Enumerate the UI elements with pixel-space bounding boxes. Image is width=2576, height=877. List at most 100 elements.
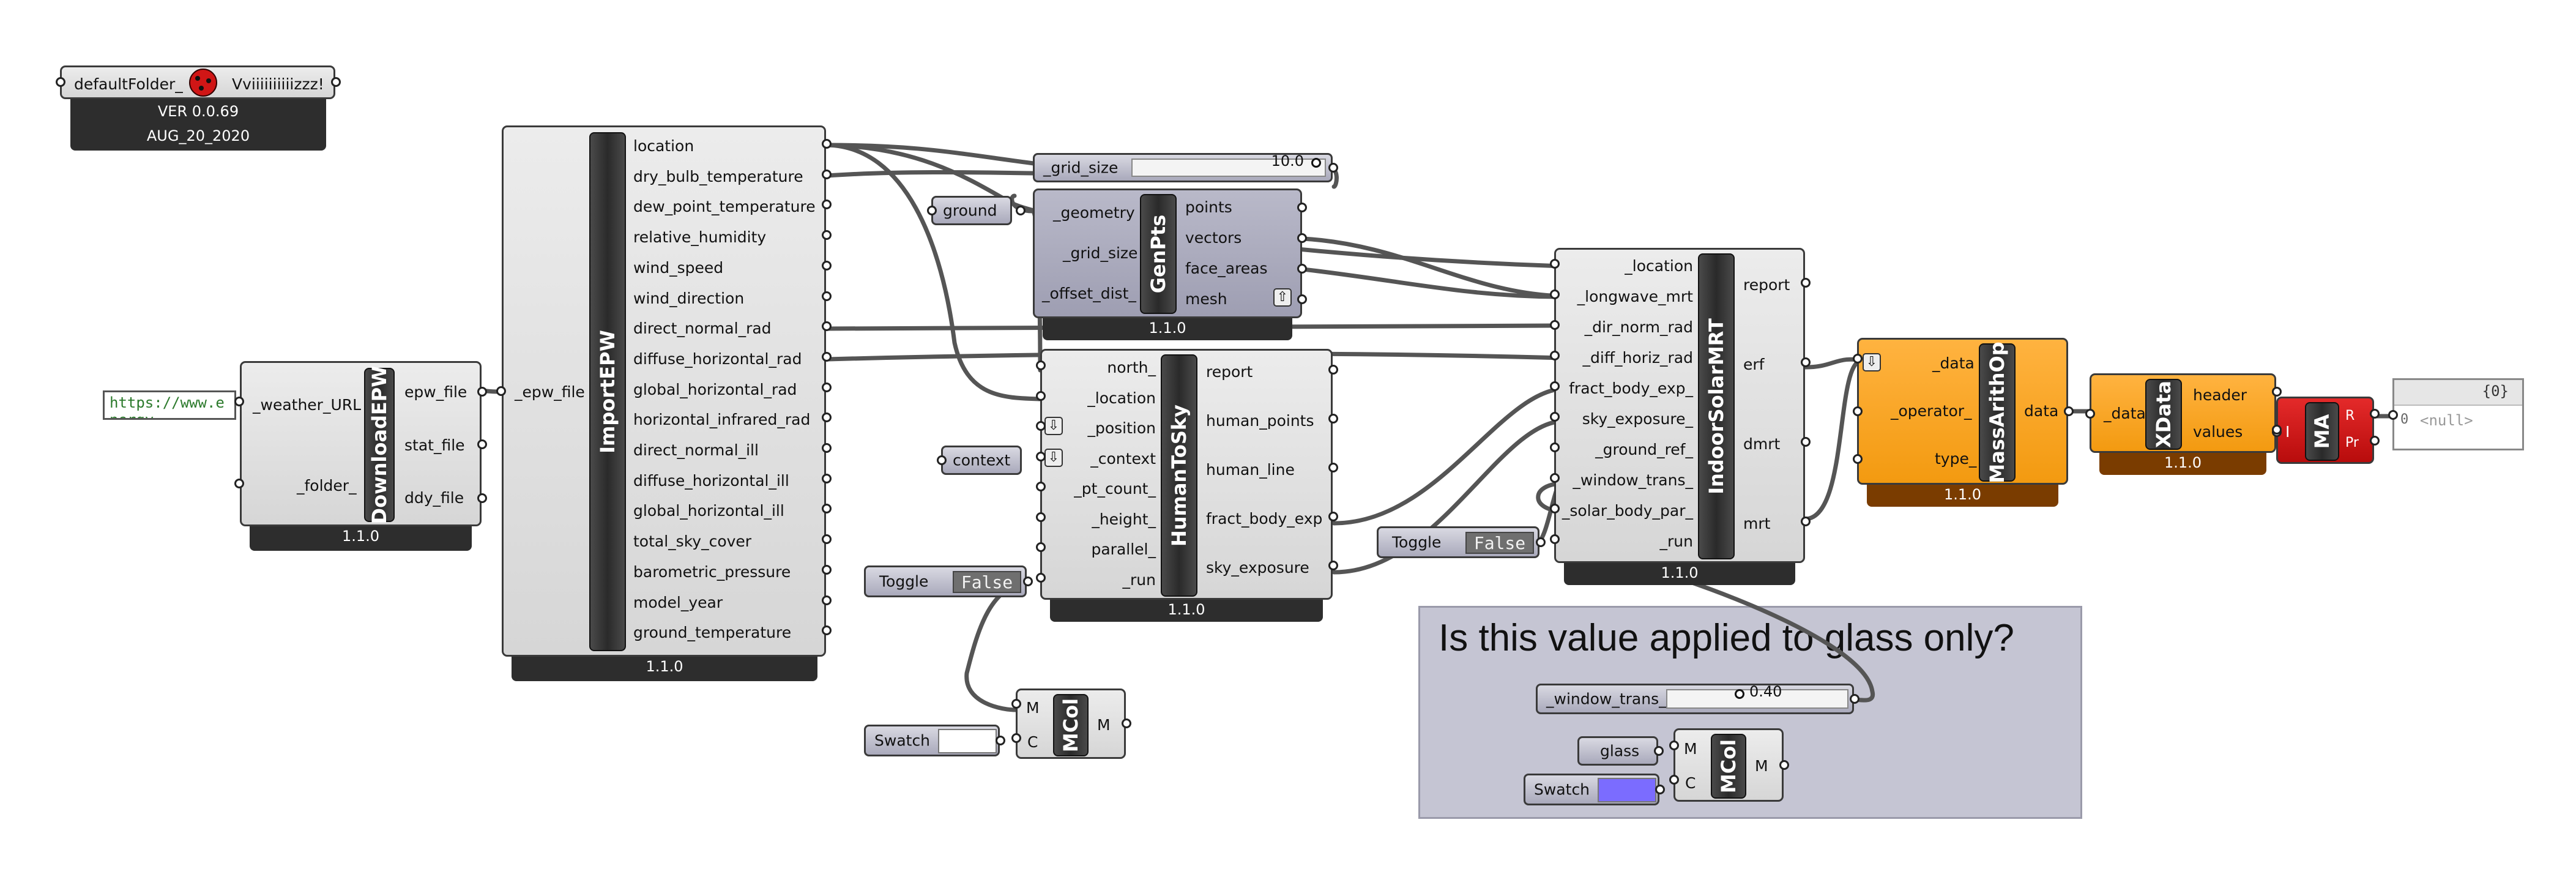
window-trans-slider[interactable]: _window_trans_ 0.40 <box>1536 684 1854 714</box>
output-port[interactable] <box>1801 437 1811 447</box>
ma-component[interactable]: I MA R Pr <box>2276 397 2374 464</box>
output-port[interactable] <box>822 595 832 605</box>
output-port[interactable] <box>1328 365 1338 375</box>
port[interactable] <box>2085 409 2095 419</box>
port[interactable] <box>1853 454 1863 464</box>
output-port[interactable] <box>477 439 487 449</box>
url-panel[interactable]: https://www.energy <box>103 390 236 420</box>
output-port[interactable] <box>1297 264 1307 274</box>
output-port[interactable] <box>1016 206 1026 215</box>
swatch-param[interactable]: Swatch <box>864 725 1000 756</box>
output-port[interactable] <box>1297 233 1307 243</box>
port[interactable] <box>1853 406 1863 416</box>
port[interactable] <box>2370 436 2380 446</box>
output-port[interactable] <box>822 564 832 575</box>
input-port[interactable] <box>1550 442 1560 452</box>
input-port[interactable] <box>1550 289 1560 299</box>
mass-arith-op-component[interactable]: ⇩ _data _operator_ type_ MassArithOp dat… <box>1857 338 2068 485</box>
output-port[interactable] <box>822 382 832 392</box>
output-port[interactable] <box>822 443 832 453</box>
output-port[interactable] <box>822 230 832 241</box>
output-port[interactable] <box>822 291 832 301</box>
toggle-run-1[interactable]: Toggle False <box>864 565 1027 597</box>
port[interactable] <box>1850 694 1859 704</box>
indoor-solar-mrt-component[interactable]: _location_longwave_mrt_dir_norm_rad_diff… <box>1554 248 1805 563</box>
port[interactable] <box>2064 406 2074 416</box>
output-port[interactable] <box>477 493 487 503</box>
output-port[interactable] <box>822 169 832 179</box>
port[interactable] <box>1122 718 1131 728</box>
slider-knob[interactable] <box>1735 689 1744 699</box>
port[interactable] <box>2272 425 2282 435</box>
port[interactable] <box>1779 760 1789 770</box>
download-epw-component[interactable]: _weather_URL _folder_ DownloadEPW epw_fi… <box>240 361 482 526</box>
port[interactable] <box>996 736 1005 745</box>
input-port[interactable] <box>234 397 244 406</box>
input-port[interactable] <box>1550 534 1560 544</box>
output-port[interactable] <box>822 351 832 362</box>
slider-track[interactable]: 10.0 <box>1131 154 1326 177</box>
port[interactable] <box>1669 741 1679 750</box>
input-port[interactable] <box>1550 320 1560 330</box>
port[interactable] <box>1853 354 1863 364</box>
input-port[interactable] <box>927 206 937 215</box>
ladybug-component[interactable]: defaultFolder_ Vviiiiiiiiiizzz! <box>60 65 335 99</box>
port[interactable] <box>1011 699 1021 709</box>
port[interactable] <box>1328 163 1338 173</box>
output-port[interactable] <box>1328 463 1338 472</box>
output-port[interactable] <box>1328 561 1338 570</box>
result-panel[interactable]: {0} 0 <null> <box>2392 378 2524 450</box>
input-port[interactable] <box>1550 351 1560 360</box>
output-port[interactable] <box>822 321 832 332</box>
input-port[interactable] <box>1550 381 1560 391</box>
input-port[interactable] <box>1036 360 1046 370</box>
xdata-component[interactable]: _data XData header values <box>2090 373 2276 453</box>
toggle-value[interactable]: False <box>1465 532 1534 554</box>
output-port[interactable] <box>822 412 832 423</box>
output-port[interactable] <box>822 260 832 271</box>
input-port[interactable] <box>1036 512 1046 522</box>
port[interactable] <box>1655 785 1665 794</box>
output-port[interactable] <box>1801 517 1811 526</box>
output-port[interactable] <box>1023 577 1033 586</box>
output-port[interactable] <box>1328 512 1338 521</box>
output-port[interactable] <box>822 473 832 483</box>
input-port[interactable] <box>1550 504 1560 513</box>
output-port[interactable] <box>822 625 832 636</box>
swatch-color[interactable] <box>1598 778 1656 802</box>
human-to-sky-component[interactable]: north__location_position_context_pt_coun… <box>1040 349 1333 600</box>
context-param[interactable]: context <box>941 446 1022 475</box>
output-port[interactable] <box>1297 203 1307 212</box>
output-port[interactable] <box>1801 357 1811 367</box>
input-port[interactable] <box>234 479 244 488</box>
input-port[interactable] <box>56 77 65 87</box>
output-port[interactable] <box>1297 294 1307 304</box>
slider-knob[interactable] <box>1311 158 1321 168</box>
output-port[interactable] <box>1801 278 1811 288</box>
ground-param[interactable]: ground <box>931 196 1012 225</box>
port[interactable] <box>2388 410 2398 420</box>
input-port[interactable] <box>1036 542 1046 552</box>
mcol-component[interactable]: M C MCol M <box>1016 689 1126 759</box>
grid-size-slider[interactable]: _grid_size 10.0 <box>1033 153 1333 182</box>
output-port[interactable] <box>822 504 832 514</box>
input-port[interactable] <box>1550 412 1560 422</box>
input-port[interactable] <box>1036 390 1046 401</box>
input-port[interactable] <box>1550 259 1560 269</box>
input-port[interactable] <box>1036 421 1046 431</box>
port[interactable] <box>2370 409 2380 419</box>
genpts-component[interactable]: _geometry _grid_size _offset_dist_ GenPt… <box>1033 188 1302 318</box>
input-port[interactable] <box>937 455 947 465</box>
toggle-run-2[interactable]: Toggle False <box>1377 526 1539 558</box>
glass-param[interactable]: glass <box>1577 736 1658 766</box>
slider-track[interactable]: 0.40 <box>1666 684 1848 709</box>
input-port[interactable] <box>1036 451 1046 461</box>
output-port[interactable] <box>1328 414 1338 424</box>
port[interactable] <box>2272 387 2282 397</box>
swatch-param[interactable]: Swatch <box>1524 774 1659 805</box>
port[interactable] <box>1011 733 1021 743</box>
output-port[interactable] <box>822 534 832 545</box>
input-port[interactable] <box>1550 473 1560 483</box>
output-port[interactable] <box>1536 537 1546 547</box>
port[interactable] <box>1654 746 1664 756</box>
